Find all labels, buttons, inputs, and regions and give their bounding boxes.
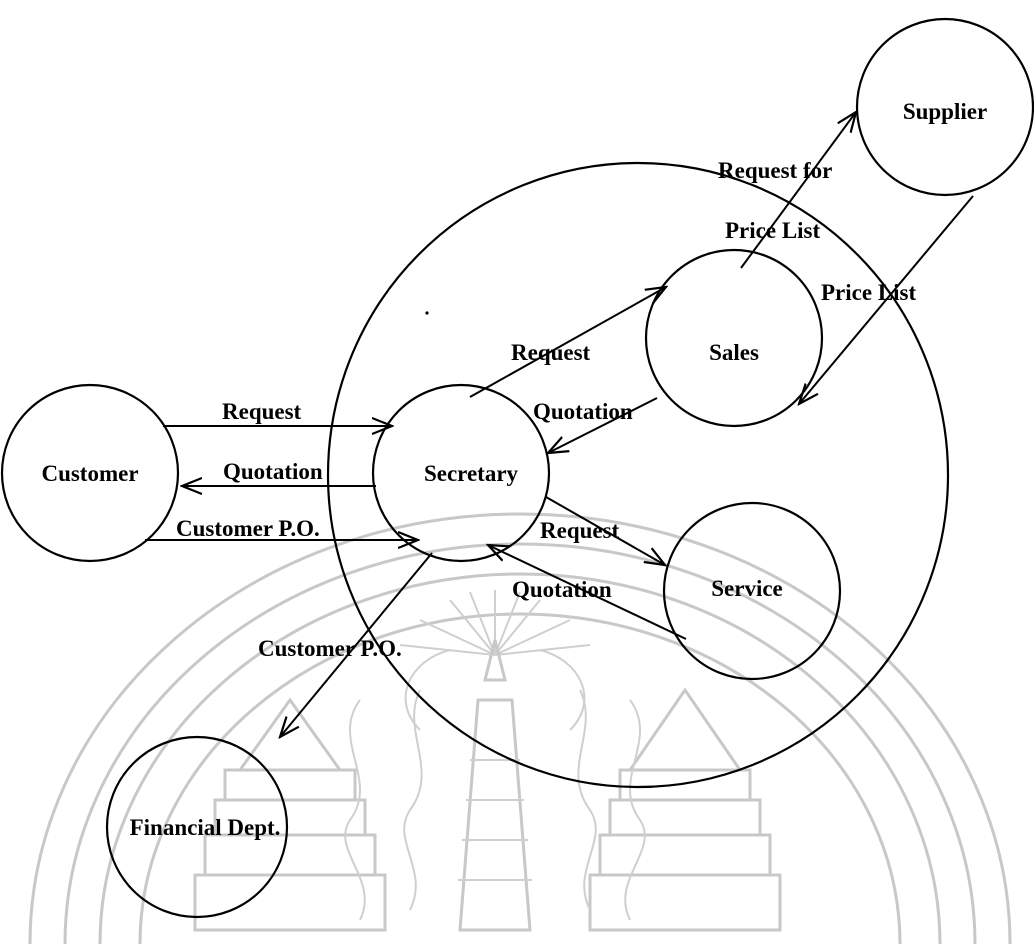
supplier-price-list-arrow: [799, 195, 974, 404]
service-node: Service: [662, 501, 842, 681]
service-request-arrow: [545, 496, 665, 565]
secretary-node: Secretary: [371, 383, 551, 563]
customer-quotation-label: Quotation: [223, 459, 323, 484]
supplier-node: Supplier: [855, 17, 1034, 197]
customer-request-label: Request: [222, 399, 302, 424]
sales-quotation-arrow: [548, 397, 658, 453]
supplier-price-list-label: Price List: [821, 280, 916, 305]
financial-po-arrow: [280, 552, 433, 737]
university-seal-watermark-icon: [28, 512, 1012, 944]
service-request-label: Request: [540, 518, 620, 543]
customer-po-label: Customer P.O.: [176, 516, 320, 541]
service-quotation-arrow: [488, 545, 687, 640]
supplier-request-label-line1: Request for: [718, 158, 832, 183]
customer-node: Customer: [0, 383, 180, 563]
sales-request-label: Request: [511, 340, 591, 365]
sales-quotation-label: Quotation: [533, 399, 633, 424]
service-label: Service: [711, 576, 783, 601]
sales-request-arrow: [469, 287, 666, 398]
sales-label: Sales: [709, 340, 759, 365]
financial-dept-label: Financial Dept.: [130, 815, 281, 840]
supplier-label: Supplier: [903, 99, 987, 124]
financial-po-label: Customer P.O.: [258, 636, 402, 661]
customer-label: Customer: [41, 461, 138, 486]
financial-dept-node: Financial Dept.: [105, 735, 289, 919]
supplier-request-arrow: [740, 112, 856, 269]
system-boundary-circle: [326, 161, 950, 789]
sales-node: Sales: [644, 248, 824, 428]
stray-dot: [425, 311, 429, 315]
service-quotation-label: Quotation: [512, 577, 612, 602]
secretary-label: Secretary: [424, 461, 519, 486]
supplier-request-label-line2: Price List: [725, 218, 820, 243]
